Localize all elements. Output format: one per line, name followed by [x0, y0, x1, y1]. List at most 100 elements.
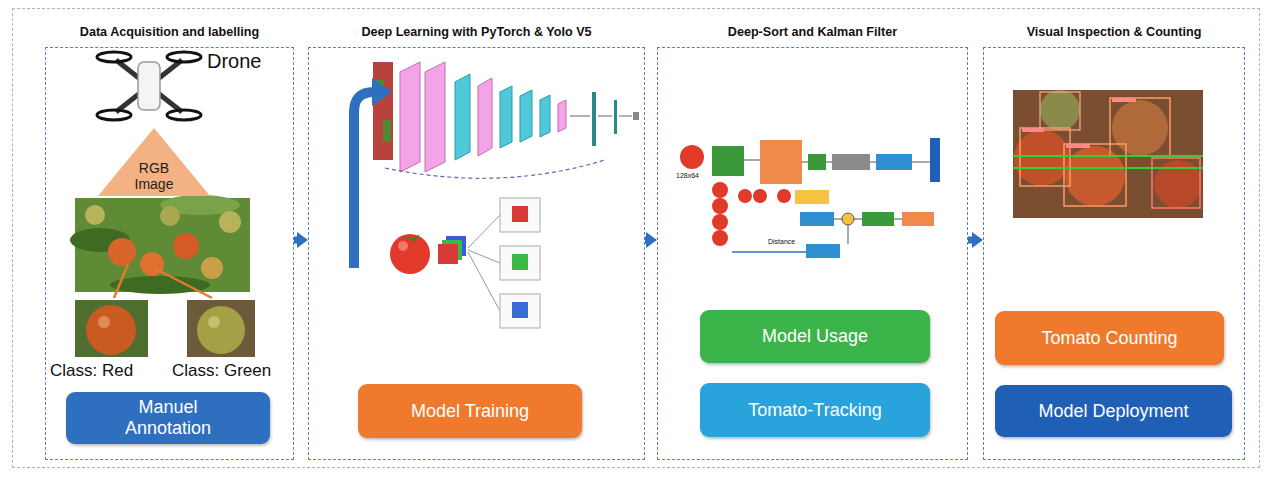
deepsort-flowchart-part [712, 198, 728, 214]
cnn-illustration-part [500, 86, 512, 148]
deepsort-flowchart-part [800, 212, 834, 226]
arrow-head [297, 232, 308, 248]
deepsort-flowchart-part [732, 251, 806, 253]
class-sample-images-part [98, 316, 110, 328]
tomato-photo-part [114, 264, 128, 298]
detection-result-image-part [1112, 98, 1136, 102]
drone-icon-part [97, 52, 131, 62]
process-box: Model Training [358, 384, 582, 438]
cnn-illustration-part [383, 120, 391, 142]
deepsort-flowchart-part [802, 162, 808, 163]
panel-heading: Deep Learning with PyTorch & Yolo V5 [308, 22, 645, 42]
tomato-rgb-split-part [390, 234, 430, 274]
cnn-illustration-part [520, 90, 532, 142]
cnn-illustration [373, 62, 639, 178]
tomato-rgb-split-part [512, 254, 528, 270]
triangle-fill [98, 128, 210, 196]
deepsort-flowchart-part [894, 219, 902, 220]
loop-arrow-part [354, 92, 374, 268]
flow-arrow [968, 232, 983, 248]
cnn-illustration-part [614, 100, 617, 134]
process-box: Model Deployment [995, 385, 1232, 437]
deepsort-flowchart-part [826, 162, 832, 163]
text-label: Class: Red [50, 361, 133, 381]
tomato-photo-part [108, 238, 136, 266]
tomato-photo-part [160, 206, 180, 226]
cnn-illustration-part [633, 112, 639, 120]
panel: Deep-Sort and Kalman FilterModel UsageTo… [657, 22, 968, 460]
process-box: Model Usage [700, 310, 930, 363]
triangle-text: RGB Image [118, 160, 190, 192]
detection-result-image-part [1112, 100, 1168, 156]
deepsort-flowchart-part [902, 212, 934, 226]
cnn-illustration-part [592, 92, 596, 146]
tomato-photo-part [85, 205, 105, 225]
detection-result-image [1013, 90, 1203, 218]
detection-result-image-part [1066, 144, 1090, 148]
cnn-illustration-part [598, 116, 612, 117]
tomato-photo-part [110, 276, 210, 294]
detection-result-image-part [1014, 130, 1070, 186]
box-label: Manuel Annotation [103, 397, 233, 439]
tomato-photo [70, 195, 250, 298]
deepsort-flowchart-part [876, 154, 912, 170]
flow-arrow [294, 232, 308, 248]
tomato-rgb-split-part [512, 302, 528, 318]
box-label: Tomato-Tracking [748, 400, 881, 421]
deepsort-flowchart-part [930, 138, 940, 182]
deepsort-flowchart-part [806, 244, 840, 258]
panel: Visual Inspection & CountingTomato Count… [983, 22, 1245, 460]
detection-result-image-part [1110, 98, 1170, 156]
deepsort-flowchart-part [680, 145, 704, 169]
cnn-illustration-part [478, 78, 492, 156]
drone-icon-part [167, 52, 201, 62]
tomato-rgb-split-part [500, 246, 540, 280]
panel-heading: Deep-Sort and Kalman Filter [657, 22, 968, 42]
detection-result-image-part [1040, 92, 1080, 130]
tomato-photo-part [173, 233, 199, 259]
input-triangle: RGB Image [98, 128, 210, 196]
deepsort-flowchart-part [808, 154, 826, 170]
box-label: Model Usage [762, 326, 868, 347]
tomato-rgb-split-part [398, 241, 408, 251]
cnn-illustration-part [373, 62, 393, 160]
detection-result-image-part [1040, 90, 1080, 130]
deepsort-flowchart-part [834, 219, 842, 220]
box-label: Model Deployment [1038, 401, 1188, 422]
tomato-photo-part [219, 211, 241, 233]
loop-arrow [354, 78, 392, 268]
deepsort-flowchart-part [753, 189, 767, 203]
deepsort-flowchart-part [712, 182, 728, 198]
deepsort-flowchart-part [832, 154, 870, 170]
drone-icon-part [138, 62, 160, 110]
cnn-illustration-part [425, 62, 445, 172]
deepsort-flowchart-part [795, 190, 829, 204]
detection-result-image-part [1013, 90, 1203, 218]
panel-heading: Data Acquisition and labelling [45, 22, 294, 42]
drone-icon-part [167, 110, 201, 120]
tomato-rgb-split-part [512, 206, 528, 222]
cnn-illustration-part [540, 95, 550, 137]
class-sample-images-part [208, 316, 220, 328]
tomato-rgb-split-part [468, 215, 500, 248]
tomato-rgb-split-part [500, 294, 540, 328]
panel: Deep Learning with PyTorch & Yolo V5 Mode… [308, 22, 645, 460]
tomato-rgb-split-part [400, 234, 420, 242]
cnn-illustration-part [558, 100, 566, 132]
deepsort-flowchart-part [848, 225, 849, 244]
text-label: Distance [768, 238, 795, 246]
cnn-illustration-part [455, 74, 470, 160]
deepsort-flowchart-part [854, 219, 862, 220]
panel: Data Acquisition and labellingRGB ImageM… [45, 22, 294, 460]
drone-icon-part [97, 110, 131, 120]
deepsort-flowchart-part [744, 160, 760, 161]
deepsort-flowchart-part [712, 146, 744, 176]
cnn-illustration-part [570, 116, 590, 117]
deepsort-flowchart-part [842, 213, 854, 225]
detection-result-image-part [1022, 128, 1044, 132]
detection-result-image-part [1064, 144, 1126, 206]
loop-arrow-part [372, 78, 392, 106]
box-label: Model Training [411, 401, 529, 422]
detection-result-image-part [1013, 167, 1203, 169]
deepsort-flowchart-part [760, 140, 802, 184]
